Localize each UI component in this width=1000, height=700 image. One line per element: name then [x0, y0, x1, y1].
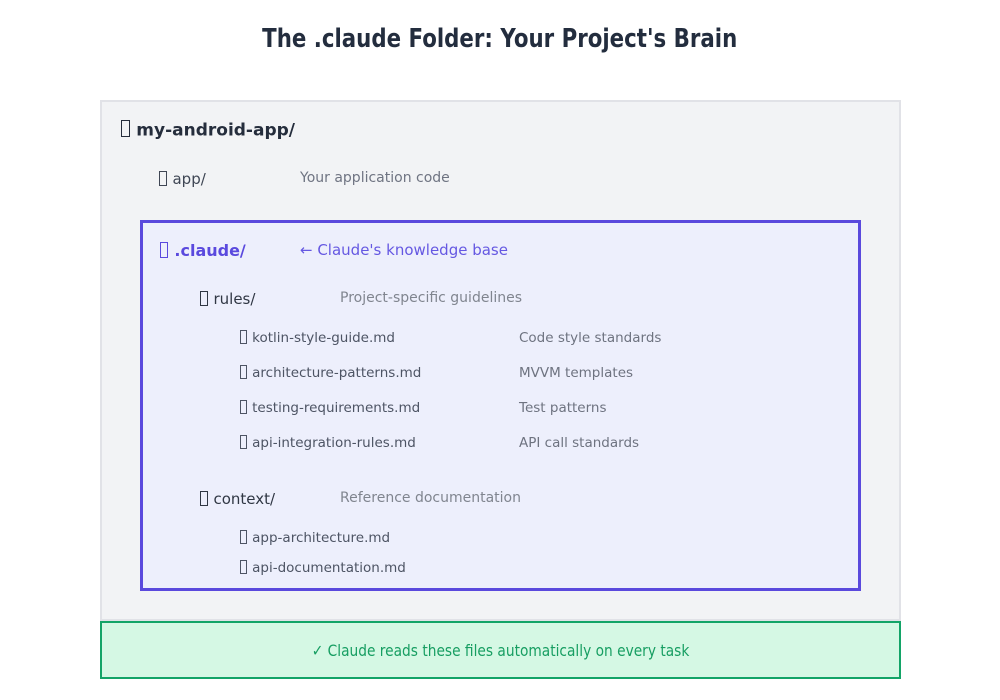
- root-folder-label: my-android-app/: [136, 120, 296, 141]
- folder-icon: [200, 490, 208, 506]
- tree-row-file: kotlin-style-guide.md: [240, 330, 395, 346]
- file-icon: [240, 560, 248, 574]
- file-icon: [240, 435, 248, 449]
- tree-row-claude: .claude/: [160, 241, 246, 260]
- auto-read-banner-text: ✓ Claude reads these files automatically…: [311, 640, 690, 660]
- auto-read-banner: ✓ Claude reads these files automatically…: [100, 621, 901, 679]
- file-description: MVVM templates: [519, 365, 634, 381]
- file-name: testing-requirements.md: [252, 400, 421, 417]
- tree-row-file: app-architecture.md: [240, 530, 390, 546]
- file-name: api-integration-rules.md: [252, 435, 416, 452]
- tree-row-context: context/: [200, 490, 275, 508]
- file-description: API call standards: [519, 435, 640, 451]
- rules-folder-label: rules/: [213, 290, 256, 308]
- claude-folder-label: .claude/: [174, 241, 246, 260]
- tree-row-file: testing-requirements.md: [240, 400, 420, 416]
- file-name: architecture-patterns.md: [252, 365, 422, 382]
- claude-folder-description: ← Claude's knowledge base: [300, 241, 508, 259]
- folder-icon: [200, 290, 208, 306]
- tree-row-rules: rules/: [200, 290, 255, 308]
- folder-icon: [159, 170, 167, 186]
- folder-icon: [121, 120, 130, 138]
- file-icon: [240, 330, 248, 344]
- file-name: api-documentation.md: [252, 560, 406, 577]
- file-description: Test patterns: [519, 400, 607, 416]
- tree-row-file: api-documentation.md: [240, 560, 406, 576]
- context-folder-description: Reference documentation: [340, 490, 521, 506]
- tree-row-file: api-integration-rules.md: [240, 435, 416, 451]
- folder-icon: [160, 241, 169, 258]
- tree-row-file: architecture-patterns.md: [240, 365, 421, 381]
- tree-row-app: app/: [159, 170, 206, 188]
- claude-folder-highlight-box: [140, 220, 861, 591]
- file-icon: [240, 365, 248, 379]
- tree-row-root: my-android-app/: [121, 120, 295, 140]
- file-name: app-architecture.md: [252, 530, 391, 547]
- app-folder-label: app/: [172, 170, 206, 188]
- file-description: Code style standards: [519, 330, 662, 346]
- app-folder-description: Your application code: [300, 170, 450, 186]
- page-title: The .claude Folder: Your Project's Brain: [0, 24, 1000, 54]
- context-folder-label: context/: [213, 490, 276, 508]
- rules-folder-description: Project-specific guidelines: [340, 290, 523, 306]
- file-icon: [240, 530, 248, 544]
- file-icon: [240, 400, 248, 414]
- page-title-text: The .claude Folder: Your Project's Brain: [262, 24, 738, 54]
- file-name: kotlin-style-guide.md: [252, 330, 395, 347]
